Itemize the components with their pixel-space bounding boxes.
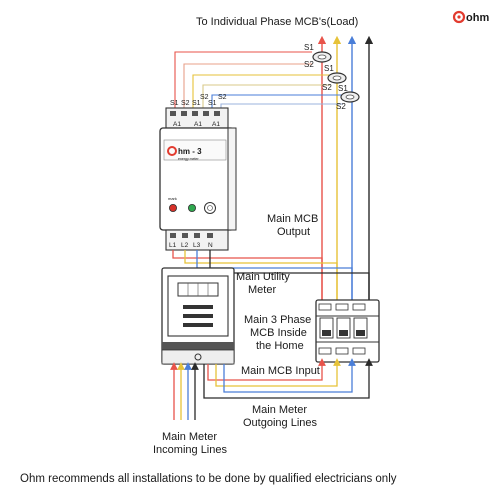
device-supply-wires bbox=[172, 250, 370, 300]
mcb-input-wires bbox=[203, 358, 373, 399]
svg-text:S1: S1 bbox=[208, 100, 217, 107]
red-led bbox=[168, 203, 177, 212]
svg-text:L1: L1 bbox=[169, 242, 177, 249]
svg-text:mark: mark bbox=[168, 196, 177, 201]
svg-text:A1: A1 bbox=[212, 121, 220, 128]
label-mcb-inside: Main 3 Phase MCB Inside the Home bbox=[244, 314, 311, 352]
svg-text:the Home: the Home bbox=[256, 340, 304, 352]
main-mcb bbox=[315, 299, 380, 363]
label-utility-meter: Main Utility Meter bbox=[236, 271, 290, 296]
incoming-wires bbox=[170, 362, 199, 420]
svg-text:S2: S2 bbox=[304, 60, 314, 69]
ct-sensor-2: S1 S2 bbox=[322, 64, 347, 92]
ohm3-device: S1 S2 S1 S2 S1 S2 A1 A1 A1 hm - 3 energy… bbox=[159, 94, 237, 251]
ct-leads bbox=[174, 51, 343, 108]
svg-text:S2: S2 bbox=[218, 94, 227, 101]
svg-text:S2: S2 bbox=[181, 100, 190, 107]
svg-text:S2: S2 bbox=[322, 83, 332, 92]
svg-text:S1: S1 bbox=[324, 64, 334, 73]
green-led bbox=[187, 203, 196, 212]
svg-text:S1: S1 bbox=[192, 100, 201, 107]
svg-text:Meter: Meter bbox=[248, 284, 276, 296]
reset-button bbox=[204, 202, 216, 214]
svg-text:energy meter: energy meter bbox=[178, 157, 199, 161]
device-logo: hm - 3 bbox=[178, 147, 202, 156]
svg-text:L2: L2 bbox=[181, 242, 189, 249]
ohm-logo: ohm bbox=[452, 10, 489, 24]
label-outgoing: Main Meter Outgoing Lines bbox=[243, 404, 317, 429]
svg-text:A1: A1 bbox=[194, 121, 202, 128]
svg-text:S1: S1 bbox=[304, 43, 314, 52]
svg-text:Outgoing Lines: Outgoing Lines bbox=[243, 417, 317, 429]
svg-text:Main Meter: Main Meter bbox=[162, 431, 217, 443]
svg-text:Main Meter: Main Meter bbox=[252, 404, 307, 416]
svg-text:MCB Inside: MCB Inside bbox=[250, 327, 307, 339]
svg-text:S1: S1 bbox=[338, 84, 348, 93]
svg-text:Output: Output bbox=[277, 226, 310, 238]
logo-text: ohm bbox=[466, 12, 489, 24]
svg-text:S1: S1 bbox=[170, 100, 179, 107]
svg-text:Main MCB: Main MCB bbox=[267, 213, 318, 225]
svg-text:Incoming Lines: Incoming Lines bbox=[153, 444, 227, 456]
svg-text:S2: S2 bbox=[336, 102, 346, 111]
ct-sensor-1: S1 S2 bbox=[304, 43, 332, 69]
ct-sensor-3: S1 S2 bbox=[336, 84, 360, 111]
label-mcb-input: Main MCB Input bbox=[241, 365, 320, 377]
svg-text:N: N bbox=[208, 242, 213, 249]
svg-text:L3: L3 bbox=[193, 242, 201, 249]
label-incoming: Main Meter Incoming Lines bbox=[153, 431, 227, 456]
footer-note: Ohm recommends all installations to be d… bbox=[20, 473, 397, 485]
svg-text:S2: S2 bbox=[200, 94, 209, 101]
utility-meter bbox=[161, 267, 235, 365]
label-mcb-output: Main MCB Output bbox=[267, 213, 318, 238]
svg-text:Main Utility: Main Utility bbox=[236, 271, 290, 283]
svg-text:A1: A1 bbox=[173, 121, 181, 128]
top-label: To Individual Phase MCB's(Load) bbox=[196, 16, 358, 28]
svg-text:Main 3 Phase: Main 3 Phase bbox=[244, 314, 311, 326]
